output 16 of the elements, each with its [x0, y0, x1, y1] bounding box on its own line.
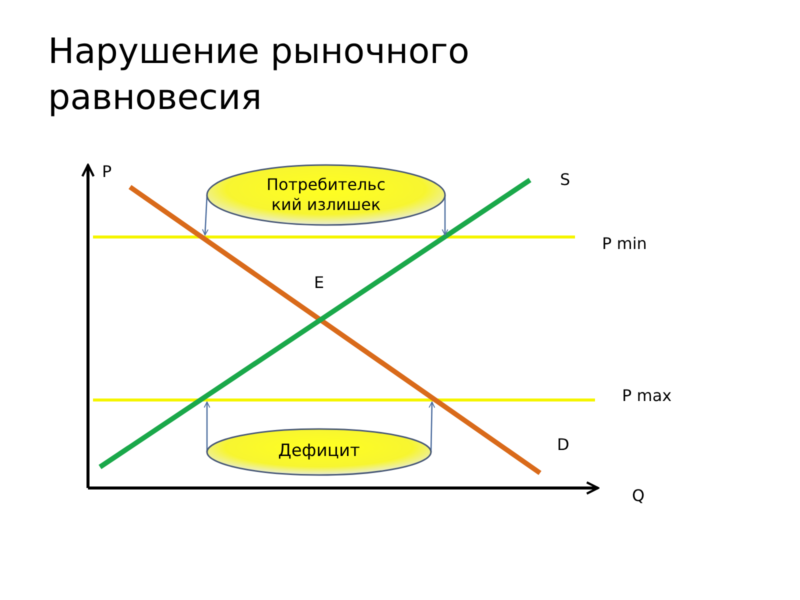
curve-label: D — [557, 435, 570, 454]
arrow — [442, 195, 448, 236]
arrow — [202, 194, 209, 236]
callout-ellipse — [206, 428, 432, 476]
axis-label: Q — [632, 486, 645, 505]
callout-ellipse — [206, 164, 446, 226]
curve-label: S — [560, 170, 570, 189]
axis-label: P — [102, 162, 112, 181]
callout-text: Дефицит — [277, 441, 361, 463]
title: Нарушение рыночного равновесия — [48, 31, 470, 120]
arrow — [204, 402, 210, 452]
line-label: P min — [602, 234, 647, 253]
arrow — [428, 402, 436, 452]
point-label: E — [314, 273, 324, 292]
line-label: P max — [622, 386, 672, 405]
callout-text: Потребительс кий излишек — [265, 175, 387, 215]
